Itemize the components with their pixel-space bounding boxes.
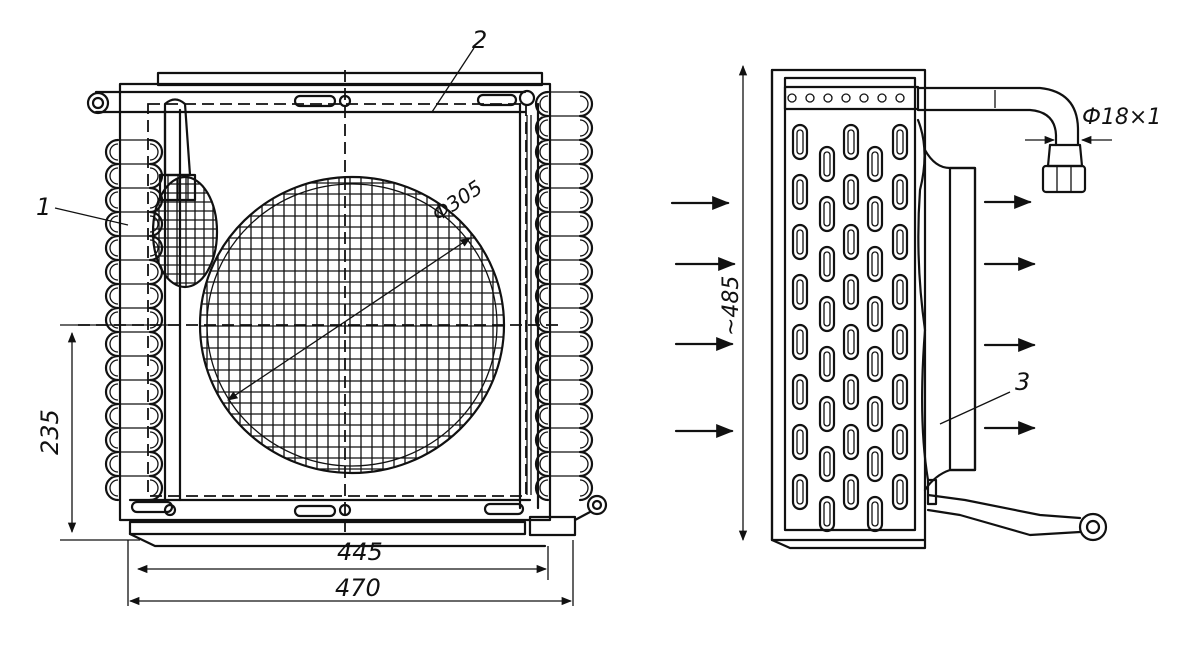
- inlet-elbow: [163, 98, 192, 177]
- outer-width-label: 470: [335, 574, 381, 602]
- outlet-fitting: [586, 494, 608, 516]
- header-fitting-right: [518, 89, 536, 107]
- side-tube-holes: [787, 93, 909, 533]
- leader-2: [431, 47, 475, 113]
- inner-width-label: 445: [337, 538, 383, 566]
- dim-235: [60, 324, 180, 541]
- inlet-pipe-fitting: [1078, 512, 1108, 542]
- side-height-label: ~485: [719, 276, 744, 336]
- side-view: [670, 64, 1112, 550]
- front-view: [54, 47, 608, 606]
- airflow-out-arrows: [983, 194, 1036, 436]
- dim-widths: [127, 540, 574, 606]
- left-riser-pipe: [163, 108, 182, 502]
- top-header-pipe: [94, 90, 527, 114]
- frame-outer: [118, 82, 552, 522]
- leader-3: [939, 391, 1011, 425]
- lower-height-label: 235: [36, 409, 64, 455]
- inlet-pipe: [926, 493, 1082, 537]
- frame-inner-dashed: [147, 103, 527, 497]
- left-coil: [104, 138, 164, 502]
- right-coil: [534, 90, 594, 502]
- fan-diameter-line: [227, 237, 471, 401]
- callout-2: 2: [472, 26, 487, 54]
- mounting-slots: [130, 93, 525, 518]
- frame-top-flange: [156, 71, 544, 87]
- callout-1: 1: [36, 193, 51, 221]
- outlet-pipe: [916, 86, 1080, 147]
- callout-3: 3: [1015, 368, 1030, 396]
- airflow-in-arrows: [670, 195, 736, 439]
- outlet-pipe-nut: [1041, 164, 1087, 194]
- leader-1: [54, 207, 129, 226]
- side-top-band: [783, 85, 920, 111]
- pipe-diameter-label: Ф18×1: [1082, 105, 1161, 130]
- right-riser-pipe: [518, 102, 540, 510]
- outlet-nut: [528, 515, 577, 537]
- header-fitting-left: [86, 91, 110, 115]
- base-plate: [128, 520, 527, 536]
